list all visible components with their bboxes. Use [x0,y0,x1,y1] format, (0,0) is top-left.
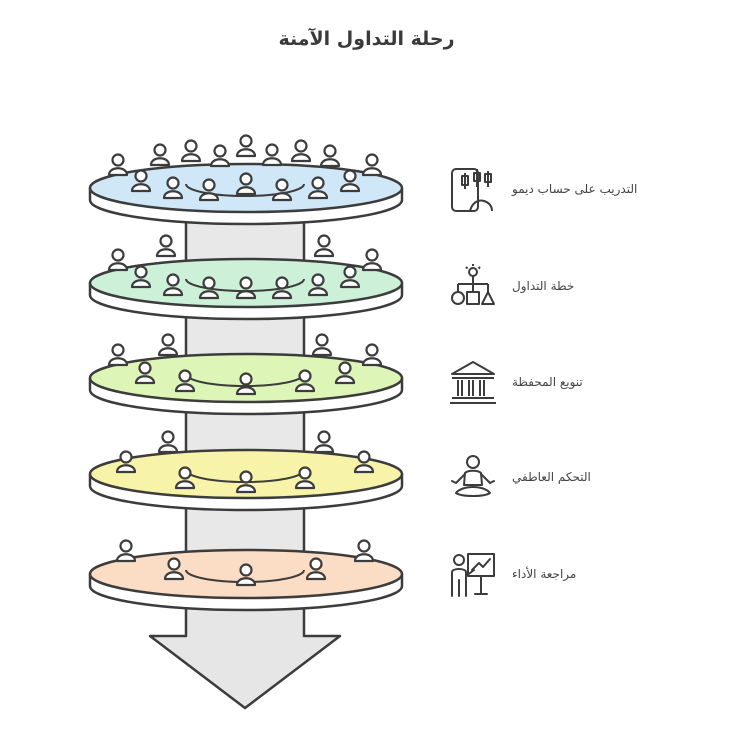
tier-label: التدريب على حساب ديمو [512,182,637,196]
person-icon [292,141,310,162]
person-icon [363,250,381,271]
down-arrow [150,600,340,708]
person-icon [109,250,127,271]
person-icon [321,146,339,167]
person-icon [237,136,255,157]
tier-label: تنويع المحفظة [512,375,583,389]
person-icon [263,145,281,166]
person-icon [182,141,200,162]
person-icon [159,432,177,453]
person-icon [117,541,135,562]
person-icon [159,335,177,356]
person-icon [211,146,229,167]
person-icon [363,345,381,366]
person-icon [313,335,331,356]
tier-label: خطة التداول [512,279,574,293]
person-icon [109,155,127,176]
tier-label: مراجعة الأداء [512,567,576,581]
person-icon [109,345,127,366]
plan-flowchart-icon [448,262,498,312]
bank-building-icon [448,358,498,408]
person-icon [355,541,373,562]
meditation-person-icon [448,453,498,503]
tier-label: التحكم العاطفي [512,470,591,484]
presentation-board-icon [448,550,498,600]
person-icon [315,432,333,453]
person-icon [363,155,381,176]
candlestick-chart-icon [448,165,498,215]
person-icon [151,145,169,166]
person-icon [315,236,333,257]
person-icon [157,236,175,257]
